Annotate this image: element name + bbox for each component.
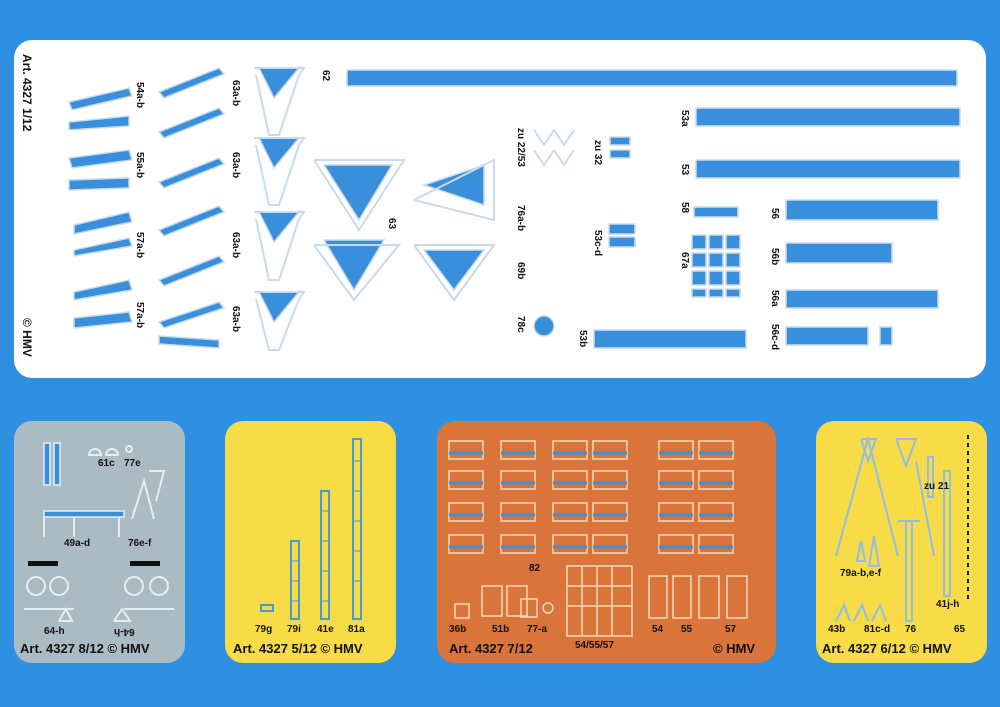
part-label-53cd: 53c-d	[592, 230, 603, 257]
frame-part	[658, 502, 694, 522]
part-label-53b: 53b	[577, 330, 588, 348]
frame-part	[698, 502, 734, 522]
frame-part	[500, 470, 536, 490]
part-label-63ab-4: 63a-b	[230, 306, 241, 333]
frame-part	[592, 470, 628, 490]
frame-part	[552, 440, 588, 460]
part-label-62: 62	[320, 70, 331, 82]
sheet-8-footer: Art. 4327 8/12 © HMV	[20, 641, 150, 656]
part-label-65: 65	[954, 624, 966, 635]
frame-part	[552, 534, 588, 554]
part-label-zu21: zu 21	[924, 481, 950, 492]
part-label-56: 56	[769, 208, 780, 220]
sheet-6-footer: Art. 4327 6/12 © HMV	[822, 641, 952, 656]
part-label-77a: 77-a	[527, 624, 548, 635]
fret-sheet-8: 61c 77e 49a-d 76e-f 64-h 64-h Art. 4327 …	[14, 421, 185, 663]
main-sheet-copyright: © HMV	[20, 318, 34, 357]
frame-part	[500, 534, 536, 554]
main-sheet-title: Art. 4327 1/12	[20, 54, 34, 132]
part-label-55: 55	[681, 624, 693, 635]
part-label-56cd: 56c-d	[769, 324, 780, 351]
part-label-54: 54	[652, 624, 664, 635]
part-label-67a: 67a	[679, 252, 690, 269]
part-label-36b: 36b	[449, 624, 467, 635]
frame-part	[552, 470, 588, 490]
part-label-61c: 61c	[98, 458, 115, 469]
frame-part	[698, 440, 734, 460]
frame-part	[658, 470, 694, 490]
frame-part	[698, 470, 734, 490]
part-label-41e: 41e	[317, 624, 334, 635]
sheet-8-parts	[24, 442, 174, 622]
part-label-55ab: 55a-b	[134, 152, 145, 179]
frame-part	[592, 534, 628, 554]
part-label-51b: 51b	[492, 624, 510, 635]
part-label-78c: 78c	[515, 316, 526, 333]
frame-part	[448, 502, 484, 522]
sheet-7-parts	[448, 440, 748, 637]
fret-sheet-7: 82 36b 51b 77-a 54/55/57 54 55 57 Art. 4…	[437, 421, 776, 663]
frame-part	[500, 440, 536, 460]
part-label-81a: 81a	[348, 624, 365, 635]
part-label-76ab: 76a-b	[515, 205, 526, 232]
part-label-56b: 56b	[769, 248, 780, 266]
part-label-57: 57	[725, 624, 737, 635]
part-label-56a: 56a	[769, 290, 780, 307]
part-label-53a: 53a	[679, 110, 690, 127]
part-label-63: 63	[386, 218, 397, 230]
part-label-64h-inverted: 64-h	[114, 626, 135, 637]
main-fret-parts	[67, 67, 961, 351]
part-label-43b: 43b	[828, 624, 846, 635]
sheet-7-copyright: © HMV	[713, 641, 756, 656]
part-label-69b: 69b	[515, 262, 526, 280]
frame-part	[698, 534, 734, 554]
part-label-57ab-2: 57a-b	[134, 302, 145, 329]
main-fret-sheet: Art. 4327 1/12 © HMV 54a-b 55a-b 57a-b 5…	[14, 40, 986, 378]
part-label-64h: 64-h	[44, 626, 65, 637]
frame-part	[552, 502, 588, 522]
part-label-82: 82	[529, 563, 541, 574]
part-label-79abef: 79a-b,e-f	[840, 568, 882, 579]
sheet-6-parts	[835, 435, 969, 622]
frame-part	[448, 470, 484, 490]
sheet-5-footer: Art. 4327 5/12 © HMV	[233, 641, 363, 656]
frame-part	[658, 440, 694, 460]
frame-part	[592, 440, 628, 460]
fret-sheet-5: 79g 79i 41e 81a Art. 4327 5/12 © HMV	[225, 421, 396, 663]
part-label-81cd: 81c-d	[864, 624, 891, 635]
sheet-7-footer: Art. 4327 7/12	[449, 641, 533, 656]
part-label-79i: 79i	[287, 624, 301, 635]
part-label-63ab-2: 63a-b	[230, 152, 241, 179]
part-label-41jh: 41j-h	[936, 599, 960, 610]
frame-part	[592, 502, 628, 522]
part-label-zu2253: zu 22/53	[515, 128, 526, 167]
fret-sheet-6: zu 21 79a-b,e-f 41j-h 43b 81c-d 76 65 Ar…	[816, 421, 987, 663]
part-label-63ab-3: 63a-b	[230, 232, 241, 259]
part-label-zu32: zu 32	[592, 140, 603, 166]
part-label-53: 53	[679, 164, 690, 176]
part-label-76: 76	[905, 624, 917, 635]
part-label-77e: 77e	[124, 458, 141, 469]
sheet-5-parts	[260, 438, 362, 620]
frame-part	[448, 440, 484, 460]
part-label-76ef: 76e-f	[128, 538, 152, 549]
part-label-545557: 54/55/57	[575, 640, 614, 651]
frame-part	[448, 534, 484, 554]
part-label-49ad: 49a-d	[64, 538, 91, 549]
frame-part	[658, 534, 694, 554]
part-label-57ab-1: 57a-b	[134, 232, 145, 259]
frame-part	[500, 502, 536, 522]
part-label-63ab-1: 63a-b	[230, 80, 241, 107]
part-label-79g: 79g	[255, 624, 273, 635]
part-label-54ab: 54a-b	[134, 82, 145, 109]
part-label-58: 58	[679, 202, 690, 214]
